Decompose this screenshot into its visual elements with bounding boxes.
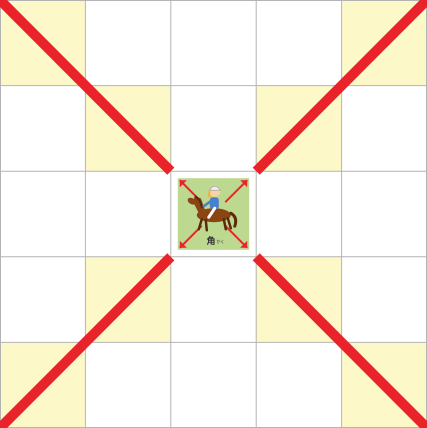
board-cell xyxy=(256,171,341,257)
board-cell xyxy=(256,342,341,428)
board-cell xyxy=(256,0,341,86)
board-cell xyxy=(0,257,85,343)
piece-label-small: かく xyxy=(217,238,225,244)
board-cell xyxy=(85,171,170,257)
board-cell xyxy=(171,257,256,343)
board-cell xyxy=(85,342,170,428)
board-cell xyxy=(171,342,256,428)
board-cell xyxy=(171,0,256,86)
board-cell xyxy=(171,86,256,172)
bishop-piece: 角 かく xyxy=(178,178,249,250)
board-cell xyxy=(342,86,427,172)
board-cell xyxy=(85,0,170,86)
board-cell xyxy=(342,171,427,257)
board-cell xyxy=(0,171,85,257)
board-cell xyxy=(342,257,427,343)
horse-leg xyxy=(206,220,207,230)
board-cell xyxy=(0,86,85,172)
piece-label: 角 xyxy=(207,235,216,247)
